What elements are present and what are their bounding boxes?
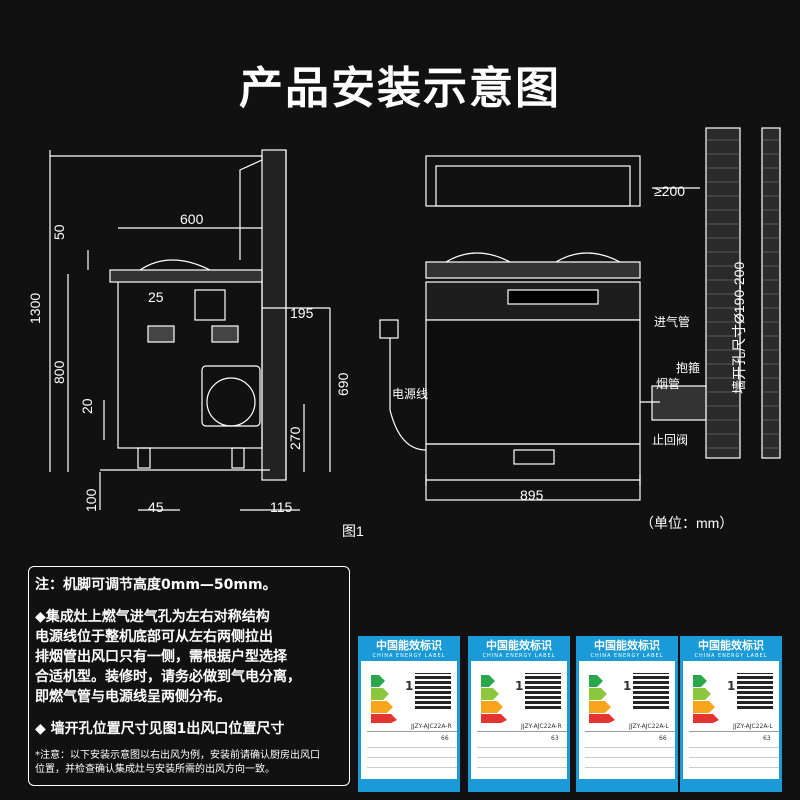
note-line-8: *注意：以下安装示意图以右出风为例，安装前请确认厨房出风口: [35, 750, 320, 761]
dim-270: 270: [287, 426, 303, 450]
label-flue: 烟管: [656, 376, 680, 391]
dim-115: 115: [270, 499, 293, 515]
front-door: [425, 319, 641, 445]
page-title: 产品安装示意图: [239, 63, 561, 114]
dim-45: 45: [148, 499, 164, 515]
energy-grade: 1: [405, 679, 414, 693]
energy-rate: 63: [763, 735, 771, 742]
energy-grade-bars: [371, 675, 397, 723]
label-hoop: 抱箍: [676, 360, 700, 375]
dim-200: ≥200: [654, 183, 685, 199]
energy-grade-bars: [693, 675, 719, 723]
note-line-6: 即燃气管与电源线呈两侧分布。: [35, 689, 231, 705]
energy-model: JJZY-AJC22A-R: [521, 723, 562, 730]
energy-model: JJZY-AJC22A-L: [629, 723, 669, 730]
label-power-cord: 电源线: [392, 387, 428, 401]
energy-grade-bars: [481, 675, 507, 723]
energy-model: JJZY-AJC22A-R: [411, 723, 452, 730]
energy-model: JJZY-AJC22A-L: [733, 723, 773, 730]
installation-diagram: 600 50 1300 25 195 800 690 20 270 100 45…: [27, 127, 781, 539]
energy-rate: 66: [441, 735, 449, 742]
hood-outline: [50, 155, 263, 260]
energy-rate: 63: [551, 735, 559, 742]
energy-grade: 1: [515, 679, 524, 693]
dim-100: 100: [83, 488, 99, 512]
label-gas-inlet: 进气管: [654, 314, 690, 329]
front-cooktop: [425, 261, 641, 279]
qr-code-icon: [525, 673, 561, 709]
cabinet-body: [117, 279, 263, 449]
dim-50: 50: [51, 224, 67, 240]
qr-code-icon: [633, 673, 669, 709]
label-check-valve: 止回阀: [652, 433, 688, 447]
note-line-2: ◆集成灶上燃气进气孔为左右对称结构: [35, 609, 270, 625]
flue-pipe: [651, 385, 707, 421]
note-line-1: 注：机脚可调节高度0mm—50mm。: [35, 577, 277, 593]
dim-690: 690: [335, 372, 351, 396]
unit-label: （单位：mm）: [640, 515, 733, 531]
side-wall: [261, 149, 287, 481]
dim-895: 895: [520, 487, 544, 503]
dim-25: 25: [148, 289, 164, 305]
energy-grade: 1: [623, 679, 632, 693]
figure-label: 图1: [342, 523, 364, 539]
note-line-3: 电源线位于整机底部可从左右两侧拉出: [35, 629, 273, 645]
energy-grade-bars: [589, 675, 615, 723]
notes-box: 注：机脚可调节高度0mm—50mm。 ◆集成灶上燃气进气孔为左右对称结构 电源线…: [28, 566, 350, 786]
brick-wall-left: [705, 127, 741, 459]
qr-code-icon: [415, 673, 451, 709]
power-socket: [379, 319, 399, 339]
oven-window: [206, 377, 256, 427]
dim-195: 195: [290, 305, 314, 321]
note-line-9: 位置，并检查确认集成灶与安装所需的出风方向一致。: [35, 764, 275, 775]
note-line-7: ◆ 墙开孔位置尺寸见图1出风口位置尺寸: [35, 721, 285, 737]
brick-wall-right: [761, 127, 781, 459]
qr-code-icon: [737, 673, 773, 709]
energy-rate: 66: [659, 735, 667, 742]
dim-1300: 1300: [27, 293, 43, 324]
dim-800: 800: [51, 360, 67, 384]
dim-20: 20: [79, 398, 95, 414]
energy-grade: 1: [727, 679, 736, 693]
front-hood: [425, 155, 641, 207]
note-line-4: 排烟管出风口只有一侧，需根据户型选择: [35, 649, 287, 665]
dim-wall-hole: 墙开孔尺寸Ø190-200: [731, 262, 747, 394]
note-line-5: 合适机型。装修时，请务必做到气电分离，: [35, 669, 301, 685]
dim-600: 600: [180, 211, 204, 227]
